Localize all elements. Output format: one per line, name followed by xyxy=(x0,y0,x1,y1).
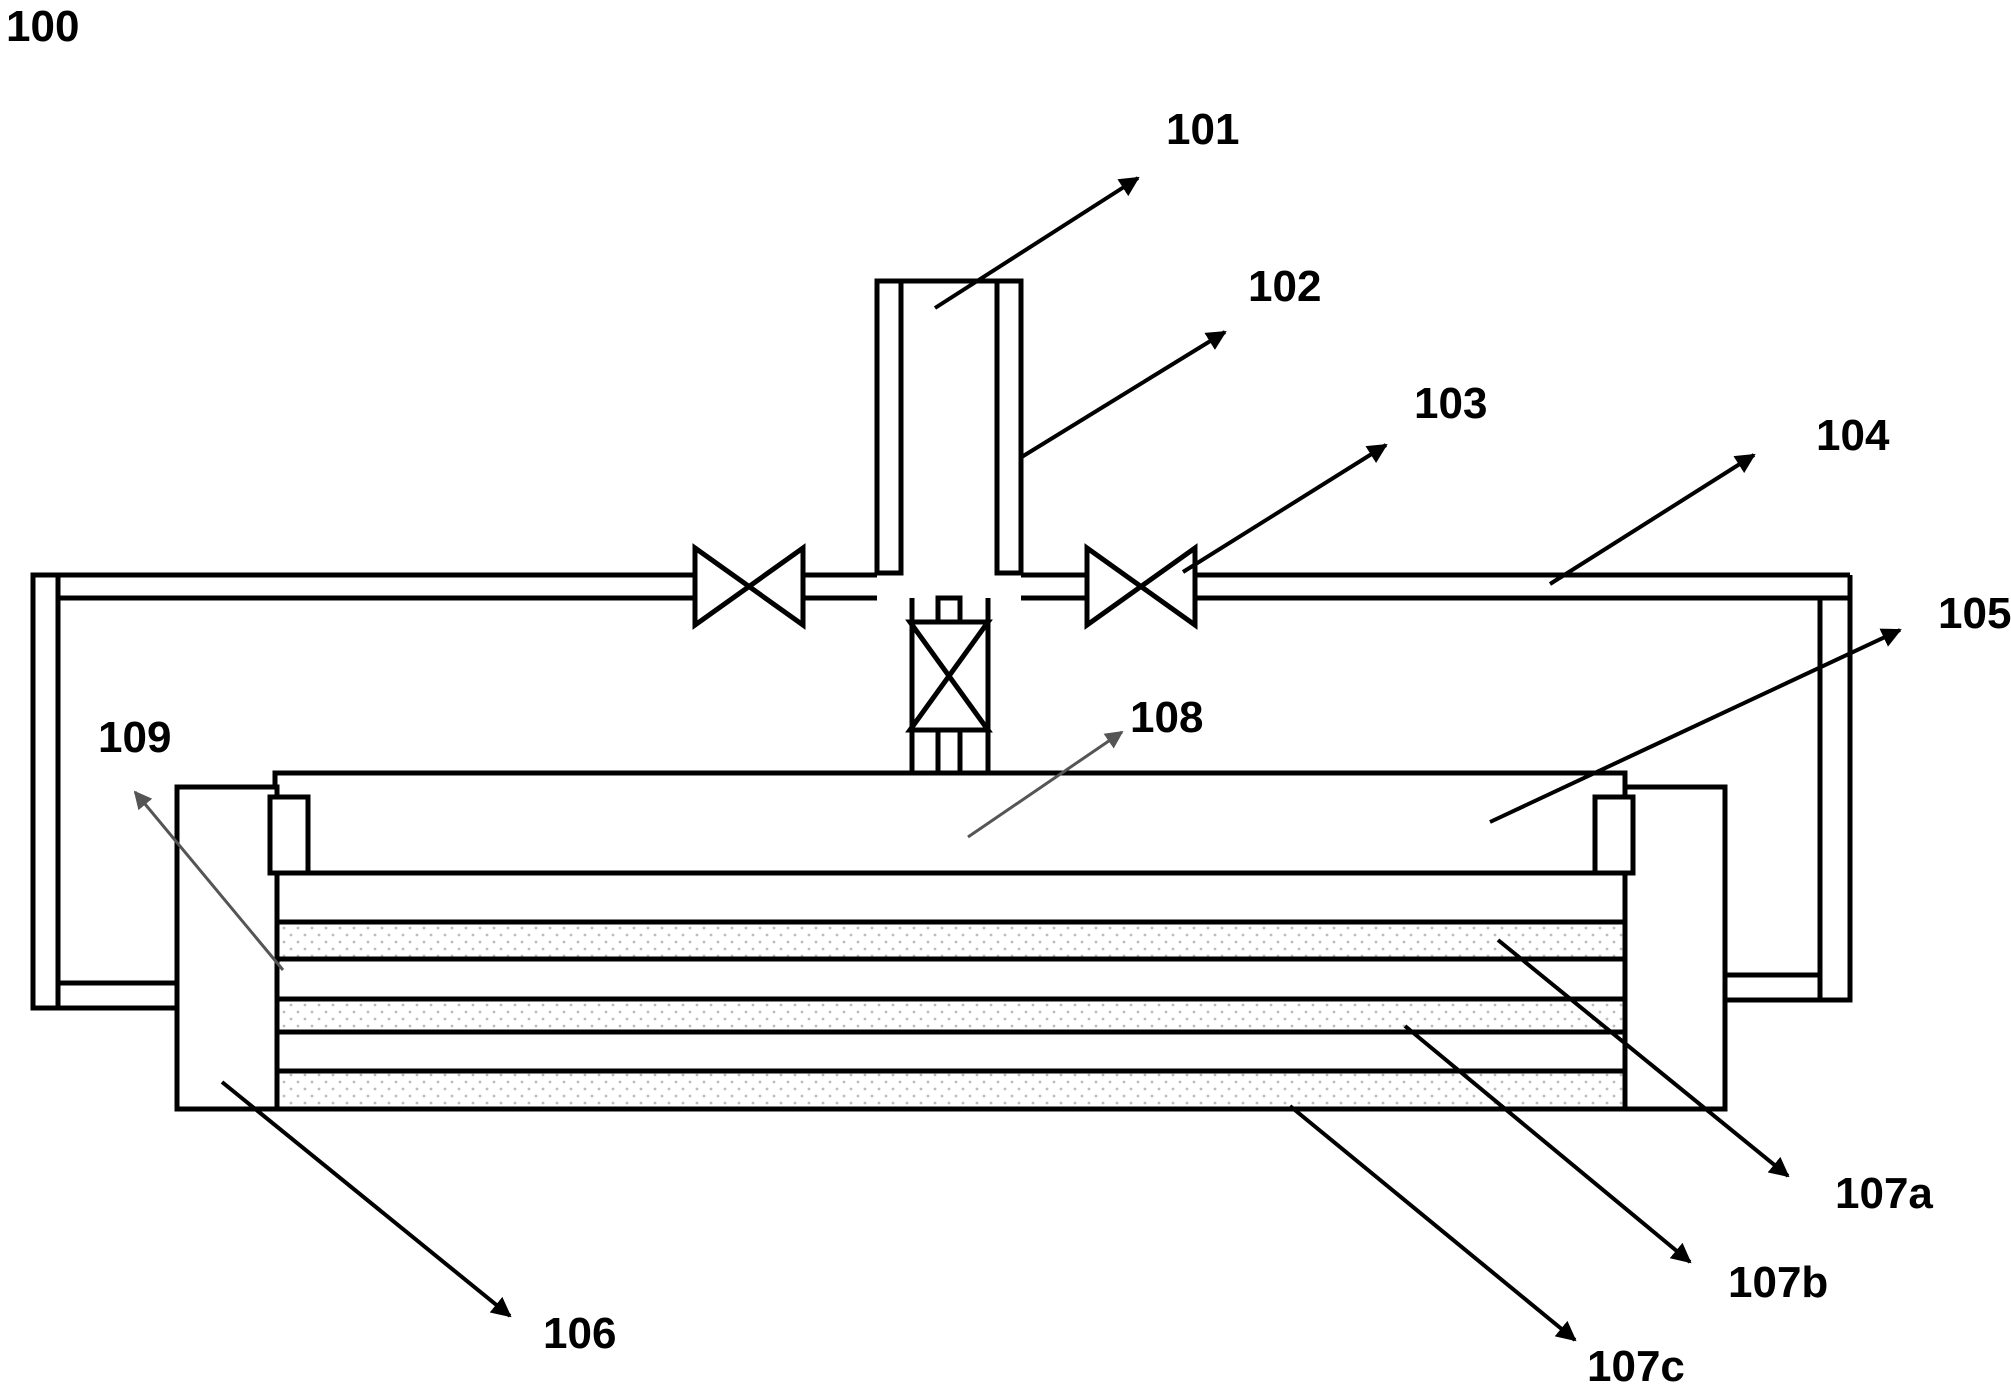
leader-arrows-gray xyxy=(133,730,1124,971)
arrow-101 xyxy=(933,176,1140,310)
arrow-106 xyxy=(220,1080,512,1318)
top-vertical-pipe xyxy=(874,278,1024,576)
left-valve xyxy=(692,543,806,630)
arrow-107b xyxy=(1403,1024,1692,1264)
label-106: 106 xyxy=(543,1309,617,1358)
leader-arrows xyxy=(220,176,1902,1342)
arrow-107c xyxy=(1288,1104,1577,1342)
chamber-105 xyxy=(272,770,1628,876)
layer-stack xyxy=(274,870,1628,1112)
right-valve-103 xyxy=(1084,543,1198,630)
label-107c: 107c xyxy=(1587,1342,1685,1391)
arrow-107a xyxy=(1496,938,1790,1178)
label-102: 102 xyxy=(1248,262,1322,311)
arrow-108 xyxy=(967,730,1124,839)
arrow-109 xyxy=(133,790,285,971)
arrow-105 xyxy=(1489,628,1902,824)
arrow-103 xyxy=(1181,443,1388,574)
label-107a: 107a xyxy=(1835,1169,1933,1218)
label-107b: 107b xyxy=(1728,1258,1829,1307)
arrow-102 xyxy=(1018,330,1227,460)
label-103: 103 xyxy=(1414,379,1488,428)
left-end-block-106 xyxy=(174,784,311,1112)
arrow-104 xyxy=(1548,453,1756,586)
label-109: 109 xyxy=(98,713,172,762)
figure-label: 100 xyxy=(6,2,80,51)
label-101: 101 xyxy=(1166,105,1240,154)
center-valve xyxy=(905,619,993,733)
label-105: 105 xyxy=(1938,589,2011,638)
label-108: 108 xyxy=(1130,693,1204,742)
label-104: 104 xyxy=(1816,411,1890,460)
left-pipe xyxy=(30,572,877,1011)
